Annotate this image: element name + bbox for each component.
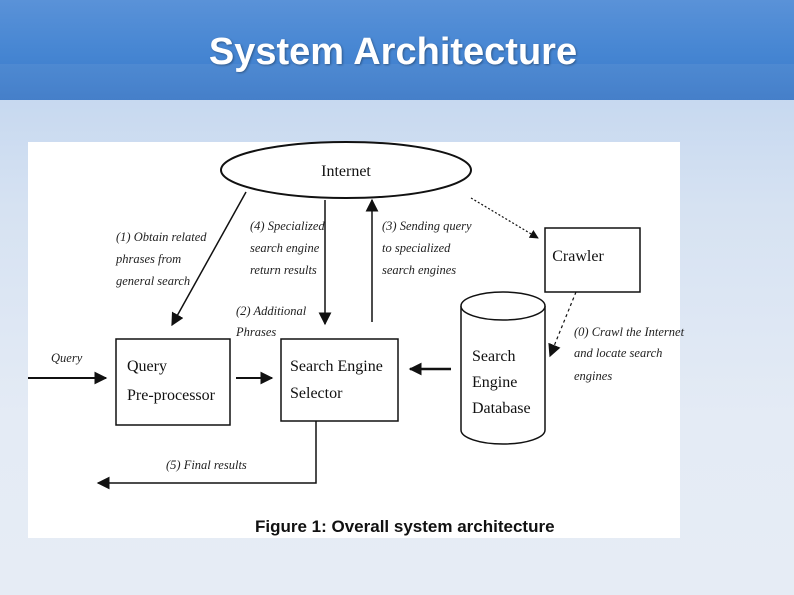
label-input-query: Query	[51, 351, 83, 365]
search-engine-database-node	[460, 291, 546, 445]
architecture-diagram: Internet Crawler Query Pre-processor Sea…	[28, 141, 685, 536]
label-step0-line3: engines	[574, 369, 612, 383]
label-step3-line2: to specialized	[382, 241, 451, 255]
label-step0-line2: and locate search	[574, 346, 662, 360]
database-label-1: Search	[472, 348, 516, 365]
arrow-step5	[96, 421, 317, 490]
label-step2-line2: Phrases	[235, 325, 276, 339]
search-engine-selector-node	[280, 338, 399, 422]
label-step0-line1: (0) Crawl the Internet	[574, 325, 685, 339]
label-step1-line1: (1) Obtain related	[116, 230, 207, 244]
arrow-step0	[548, 291, 577, 358]
query-preprocessor-label-2: Pre-processor	[127, 387, 216, 404]
slide-title: System Architecture	[208, 31, 578, 73]
figure-caption: Figure 1: Overall system architecture	[255, 517, 555, 536]
selector-label-2: Selector	[290, 385, 343, 402]
query-preprocessor-node	[115, 338, 231, 426]
label-step4-line2: search engine	[250, 241, 320, 255]
label-step3-line1: (3) Sending query	[382, 219, 472, 233]
label-step1-line3: general search	[116, 274, 190, 288]
label-step1-line2: phrases from	[115, 252, 181, 266]
arrow-step1	[171, 191, 247, 327]
selector-label-1: Search Engine	[290, 358, 383, 375]
architecture-figure: Internet Crawler Query Pre-processor Sea…	[28, 141, 685, 538]
internet-node	[220, 141, 472, 199]
label-step3-line3: search engines	[382, 263, 456, 277]
label-step4-line1: (4) Specialized	[250, 219, 325, 233]
internet-label: Internet	[321, 163, 371, 180]
title-bar-stripe	[0, 64, 794, 100]
arrow-internet-to-crawler	[470, 197, 539, 239]
database-label-2: Engine	[472, 374, 517, 391]
title-bar	[0, 0, 794, 100]
database-label-3: Database	[472, 400, 531, 417]
query-preprocessor-label-1: Query	[127, 358, 167, 375]
crawler-node	[544, 227, 641, 293]
label-step2-line1: (2) Additional	[236, 304, 307, 318]
label-step5: (5) Final results	[166, 458, 247, 472]
crawler-label: Crawler	[552, 248, 604, 265]
label-step4-line3: return results	[250, 263, 317, 277]
